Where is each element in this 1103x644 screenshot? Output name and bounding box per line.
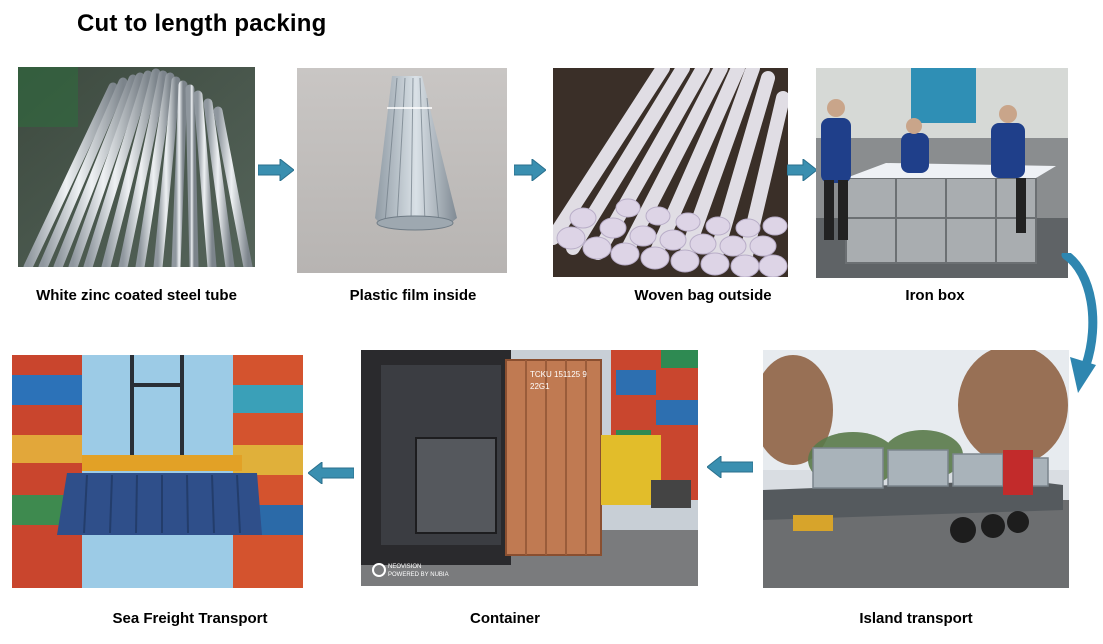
photo-sea-freight [12, 355, 303, 588]
left-arrow-icon [308, 462, 354, 484]
photo-steel-tubes [18, 67, 255, 267]
right-arrow-icon [787, 159, 817, 181]
container-type: 22G1 [530, 382, 550, 391]
step-label: Container [469, 610, 540, 627]
photo-plastic-film [297, 68, 507, 273]
camera-watermark-sub: POWERED BY NUBIA [388, 572, 449, 578]
photo-iron-box [816, 68, 1068, 278]
camera-watermark: NEOVISION [388, 564, 422, 570]
photo-container [361, 350, 698, 586]
step-label: Woven bag outside [634, 287, 772, 304]
curved-down-arrow-icon [1060, 253, 1100, 401]
container-code: TCKU 151125 9 [530, 370, 587, 379]
photo-woven-bags [553, 68, 788, 277]
page-title: Cut to length packing [77, 10, 327, 37]
step-label: Plastic film inside [349, 287, 477, 304]
step-label: Island transport [859, 610, 973, 627]
step-label: Iron box [905, 287, 965, 304]
step-label: Sea Freight Transport [112, 610, 268, 627]
right-arrow-icon [258, 159, 294, 181]
photo-island-transport [763, 350, 1069, 588]
step-label: White zinc coated steel tube [36, 287, 237, 304]
right-arrow-icon [514, 159, 546, 181]
left-arrow-icon [707, 456, 753, 478]
